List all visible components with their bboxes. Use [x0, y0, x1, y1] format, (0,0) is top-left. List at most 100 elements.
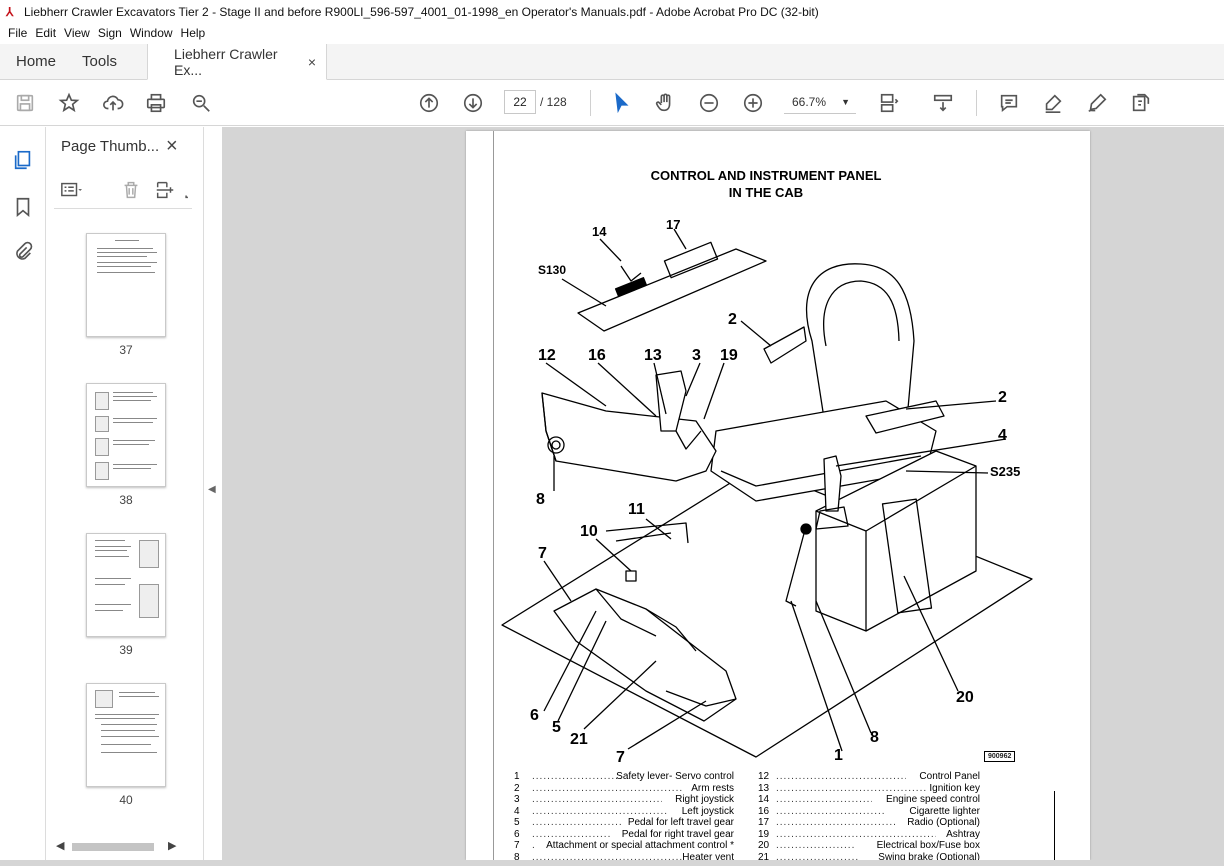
menu-sign[interactable]: Sign — [97, 26, 122, 40]
page-layout-icon[interactable] — [876, 90, 902, 116]
panel-close-icon[interactable]: × — [166, 135, 178, 157]
page-thumbnail[interactable] — [86, 233, 166, 337]
callout-label: 21 — [570, 731, 588, 748]
legend-number: 2 — [514, 782, 520, 794]
zoom-in-icon[interactable] — [740, 90, 766, 116]
legend-label: Pedal for right travel gear — [621, 828, 734, 840]
thumbnail-page-label: 38 — [119, 493, 133, 507]
callout-label: 13 — [644, 347, 662, 364]
scroll-left-icon[interactable]: ◀ — [56, 840, 65, 852]
edit-tool-icon[interactable] — [1128, 90, 1154, 116]
sign-pen-icon[interactable] — [1084, 90, 1110, 116]
toolbar-separator — [976, 90, 977, 116]
legend-number: 13 — [758, 782, 770, 794]
legend-number: 8 — [514, 851, 520, 863]
bookmarks-icon[interactable] — [10, 194, 36, 220]
page-thumbnail[interactable] — [86, 383, 166, 487]
legend-row: 5..............................Pedal for… — [514, 817, 734, 828]
legend-label: Ignition key — [929, 782, 980, 794]
attachments-icon[interactable] — [10, 239, 36, 265]
insert-page-icon[interactable] — [154, 179, 176, 201]
chevron-down-icon: ▼ — [841, 97, 850, 107]
menu-edit[interactable]: Edit — [35, 26, 57, 40]
main-toolbar — [0, 80, 1224, 126]
menu-bar: File Edit View Sign Window Help — [0, 24, 1224, 42]
legend-label: Heater vent — [682, 851, 734, 863]
delete-page-icon[interactable] — [120, 179, 142, 201]
callout-label: 14 — [592, 224, 607, 239]
menu-view[interactable]: View — [64, 26, 90, 40]
highlight-pen-icon[interactable] — [1040, 90, 1066, 116]
acrobat-icon: ⅄ — [6, 5, 14, 19]
menu-file[interactable]: File — [8, 26, 28, 40]
callout-label: 4 — [998, 427, 1007, 444]
toolbar-separator — [590, 90, 591, 116]
thumbnail-page-label: 39 — [119, 643, 133, 657]
callout-label: 17 — [666, 217, 681, 232]
zoom-search-icon[interactable] — [188, 90, 214, 116]
page-thumbnails-panel: Page Thumb... × 37 38 — [46, 127, 239, 860]
cloud-upload-icon[interactable] — [100, 90, 126, 116]
menu-help[interactable]: Help — [180, 26, 206, 40]
callout-label: 12 — [538, 347, 556, 364]
next-page-icon[interactable] — [460, 90, 486, 116]
tab-home[interactable]: Home — [16, 53, 57, 70]
tab-document[interactable]: Liebherr Crawler Ex... × — [147, 44, 328, 80]
figure-code: 900962 — [984, 751, 1016, 762]
scrollbar-thumb[interactable] — [72, 843, 154, 851]
tab-document-label: Liebherr Crawler Ex... — [174, 45, 278, 78]
page-number-input[interactable]: 22 — [504, 90, 536, 114]
menu-window[interactable]: Window — [129, 26, 173, 40]
options-menu-icon[interactable] — [60, 179, 82, 201]
legend-number: 20 — [758, 840, 770, 851]
page-heading: CONTROL AND INSTRUMENT PANEL IN THE CAB — [606, 167, 926, 201]
tab-close-icon[interactable]: × — [307, 53, 317, 70]
save-icon[interactable] — [12, 90, 38, 116]
legend-label: Safety lever- Servo control — [616, 771, 734, 782]
legend-number: 7 — [514, 840, 520, 851]
callout-label: 1 — [834, 747, 843, 764]
callout-label: 6 — [530, 707, 539, 724]
page-heading-line2: IN THE CAB — [728, 185, 804, 200]
previous-page-icon[interactable] — [416, 90, 442, 116]
scroll-right-icon[interactable]: ▶ — [168, 840, 177, 852]
legend-label: Swing brake (Optional) — [878, 851, 980, 863]
legend-row: 20..........................Electrical b… — [758, 840, 980, 851]
print-icon[interactable] — [143, 90, 169, 116]
legend-row: 6..........................Pedal for rig… — [514, 828, 734, 840]
panel-title: Page Thumb... — [61, 138, 160, 155]
hand-tool-icon[interactable] — [652, 90, 678, 116]
legend-row: 14................................Engine… — [758, 794, 980, 805]
callout-label: 19 — [720, 347, 738, 364]
legend-left: 1..............................Safety le… — [514, 771, 734, 863]
scroll-mode-icon[interactable] — [930, 90, 956, 116]
page-margin-line — [493, 131, 494, 860]
thumbnails-horizontal-scrollbar[interactable]: ◀ ▶ — [50, 838, 190, 856]
pdf-page: CONTROL AND INSTRUMENT PANEL IN THE CAB — [466, 131, 1090, 863]
bookmark-star-icon[interactable] — [56, 90, 82, 116]
legend-number: 17 — [758, 817, 770, 828]
legend-label: Control Panel — [919, 771, 980, 782]
legend-label: Cigarette lighter — [909, 805, 980, 817]
collapse-panel-icon[interactable]: ◀ — [208, 484, 216, 495]
page-thumbnail[interactable] — [86, 683, 166, 787]
page-thumbnail[interactable] — [86, 533, 166, 637]
tab-tools[interactable]: Tools — [82, 53, 118, 70]
page-edge-line — [1054, 791, 1055, 860]
legend-label: Pedal for left travel gear — [627, 817, 734, 828]
comment-icon[interactable] — [996, 90, 1022, 116]
zoom-select[interactable]: 66.7% ▼ — [784, 90, 856, 114]
legend-number: 6 — [514, 828, 520, 840]
legend-row: 8.......................................… — [514, 851, 734, 863]
select-cursor-icon[interactable] — [608, 90, 634, 116]
more-tools-icon[interactable] — [182, 179, 192, 201]
legend-number: 3 — [514, 794, 520, 805]
legend-row: 12......................................… — [758, 771, 980, 782]
page-thumbnails-icon[interactable] — [10, 147, 36, 173]
callout-label: 2 — [728, 311, 737, 328]
legend-row: 1..............................Safety le… — [514, 771, 734, 782]
legend-label: Radio (Optional) — [907, 817, 980, 828]
legend-label: Right joystick — [675, 794, 734, 805]
callout-label: 7 — [538, 545, 547, 562]
zoom-out-icon[interactable] — [696, 90, 722, 116]
